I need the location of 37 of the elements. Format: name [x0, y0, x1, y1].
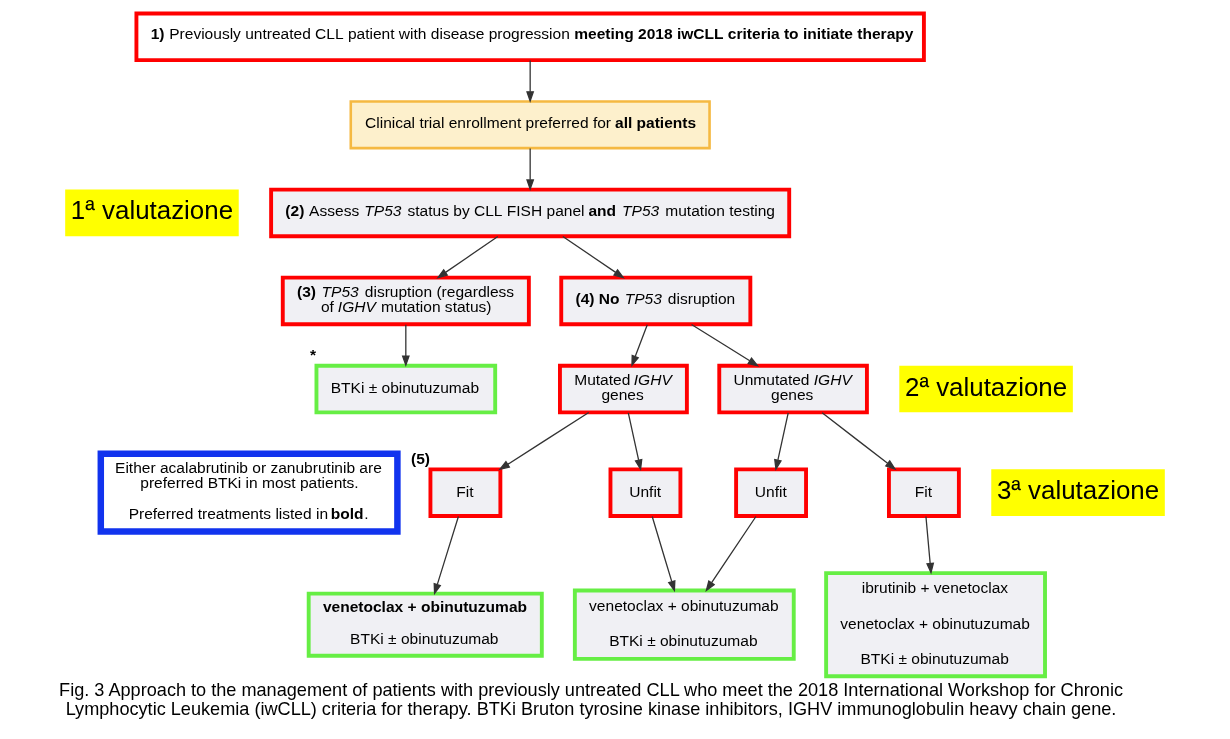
- node-label: (5): [411, 449, 430, 467]
- caption: Fig. 3 Approach to the management of patients with previously untreated CLL who meet the 2018 International Workshop for Chronic Lymphocytic Leukemia (iwCLL) criteria for therapy. BTKi Bruton tyrosine kinase inhibitors, IGHV immunoglobulin heavy chain gene.: [59, 680, 1124, 720]
- node-box: BTKi ± obinutuzumab: [314, 363, 498, 415]
- node-box: venetoclax + obinutuzumab BTKi ± obinutuzumab: [572, 588, 796, 661]
- arrow: [526, 59, 535, 103]
- arrow: [774, 412, 789, 471]
- node-box: 1) Previously untreated CLL patient with disease progression meeting 2018 iwCLL criteria to initiate therapy: [134, 11, 926, 62]
- arrow: [627, 412, 643, 471]
- node-box: Fit: [887, 467, 961, 518]
- node-box: Unmutated IGHV genes: [717, 363, 869, 415]
- node-box: venetoclax + obinutuzumab BTKi ± obinutuzumab: [306, 591, 544, 658]
- label: 2ª valutazione: [904, 372, 1068, 401]
- node-box: Unfit: [608, 467, 683, 518]
- node-box: ibrutinib + venetoclax venetoclax + obinutuzumab BTKi ± obinutuzumab: [824, 571, 1047, 679]
- arrow: [821, 412, 897, 471]
- arrow: [925, 515, 935, 575]
- arrow: [690, 323, 760, 367]
- node-box: (3) TP53 disruption (regardless of IGHV mutation status): [280, 275, 531, 327]
- arrow: [705, 515, 757, 593]
- label: 3ª valutazione: [996, 476, 1160, 505]
- node-box: (4) No TP53 disruption: [559, 275, 753, 327]
- label: 1ª valutazione: [70, 196, 234, 225]
- node-box: Clinical trial enrollment preferred for all patients: [349, 100, 711, 150]
- node-box: Unfit: [734, 467, 808, 518]
- node-box: Mutated IGHV genes: [558, 363, 689, 415]
- arrow: [401, 324, 410, 368]
- node-label: *: [309, 346, 317, 364]
- node-box: Either acalabrutinib or zanubrutinib are preferred BTKi in most patients. Preferred treatments listed in bold.: [97, 450, 401, 535]
- node-box: (2) Assess TP53 status by CLL FISH panel and TP53 mutation testing: [269, 187, 792, 239]
- arrow: [651, 515, 676, 593]
- arrow: [562, 235, 625, 279]
- arrow: [631, 324, 648, 367]
- arrow: [433, 515, 460, 596]
- arrow: [436, 235, 499, 279]
- arrow: [526, 147, 535, 191]
- node-box: Fit: [428, 467, 503, 518]
- arrow: [498, 411, 590, 471]
